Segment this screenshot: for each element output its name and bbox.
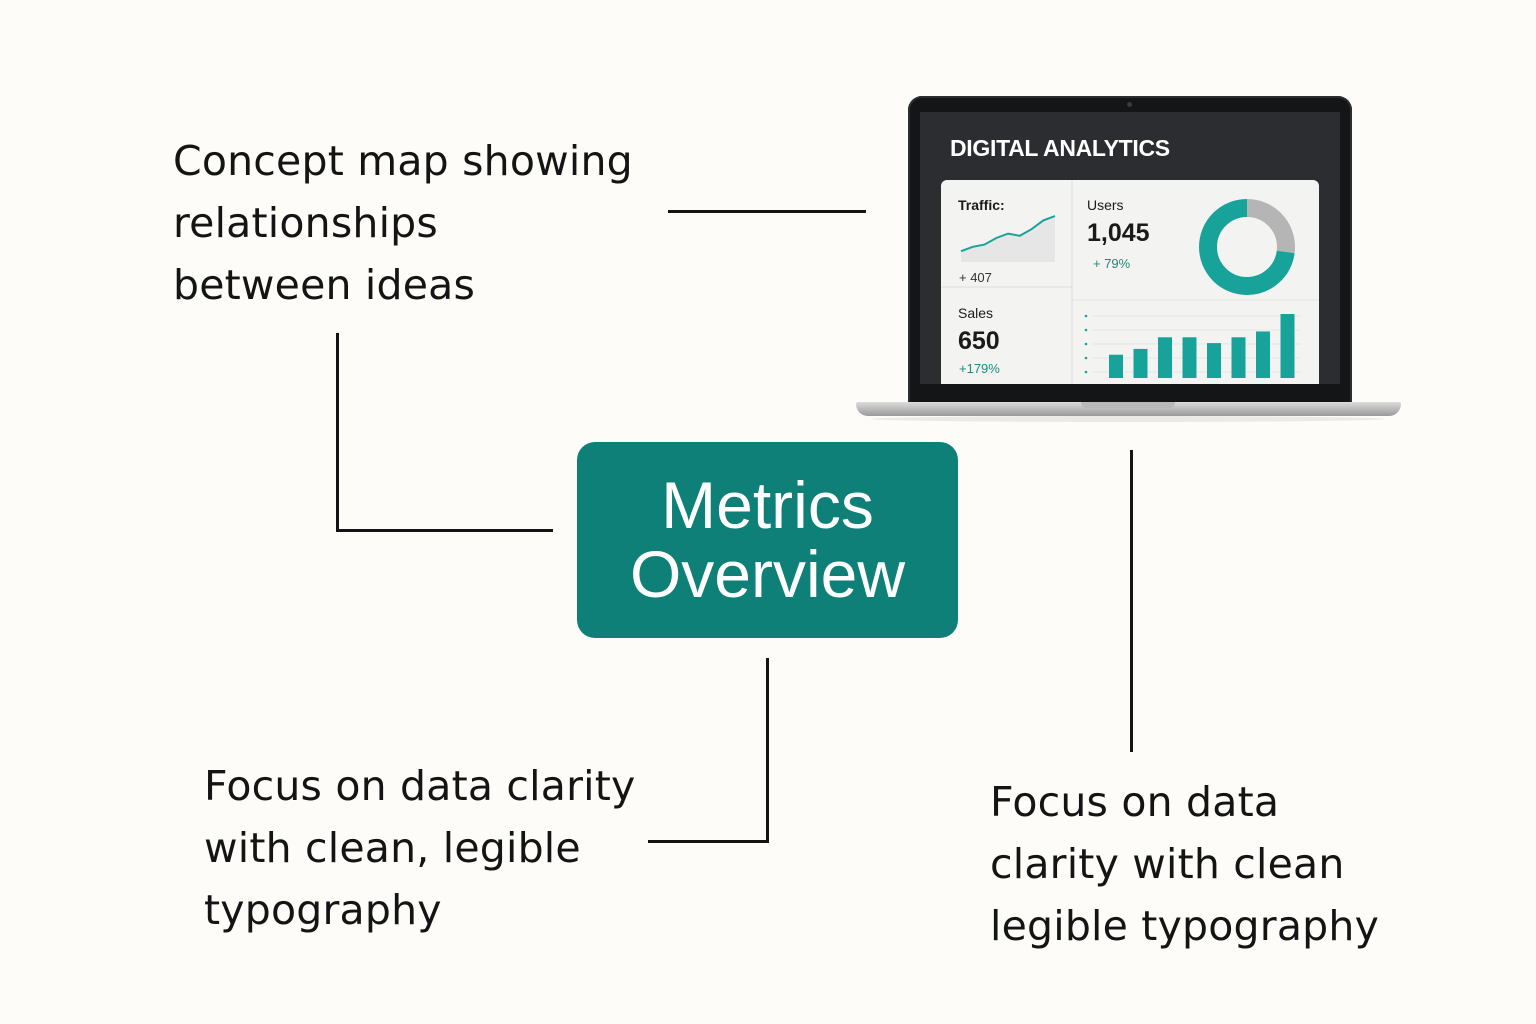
bar-axis-tick-3 [1084,328,1088,332]
traffic-label: Traffic: [958,197,1005,213]
label-data-clarity-left: Focus on data clarity with clean, legibl… [204,762,636,934]
connector-bottom-horizontal [648,840,769,843]
connector-bottom-vertical [766,658,769,843]
traffic-line-chart [960,215,1056,262]
users-delta: + 79% [1093,256,1131,271]
users-value: 1,045 [1087,219,1150,247]
laptop-shadow [870,416,1385,422]
sales-bar-2 [1158,337,1172,378]
connector-top-left-horizontal [668,210,866,213]
bar-axis-tick-0 [1084,370,1088,374]
sales-bar-6 [1256,331,1270,378]
traffic-delta: + 407 [959,270,992,285]
laptop-screen: DIGITAL ANALYTICS Traffic: + 407 Users 1… [920,112,1340,384]
traffic-series-line [960,215,1056,253]
users-label: Users [1087,197,1124,213]
bar-axis-tick-1 [1084,356,1088,360]
sales-bar-7 [1280,314,1295,378]
connector-right-vertical [1130,450,1133,752]
traffic-area-fill [961,216,1055,262]
sales-bar-4 [1207,343,1221,378]
donut-slice-1 [1199,199,1295,295]
bar-axis-tick-4 [1084,314,1088,318]
laptop-base [856,402,1401,416]
sales-bar-chart [1084,314,1301,378]
sales-bar-1 [1133,348,1148,378]
connector-left-horizontal [336,529,553,532]
sales-bar-5 [1231,337,1246,378]
connector-left-vertical [336,333,339,532]
screen-title: DIGITAL ANALYTICS [950,135,1170,161]
users-donut-chart [1199,199,1295,295]
dashboard-dividers [941,180,1319,384]
laptop-camera [1127,102,1132,107]
sales-bar-3 [1182,337,1197,378]
metrics-overview-node: Metrics Overview [577,442,958,638]
bar-axis-tick-2 [1084,342,1088,346]
label-concept-map: Concept map showing relationships betwee… [173,137,633,309]
sales-delta: +179% [959,361,1000,376]
dashboard-panel: Traffic: + 407 Users 1,045 + 79% Sales 6… [941,180,1319,384]
laptop-base-notch [1081,402,1175,408]
sales-value: 650 [958,327,1000,355]
label-data-clarity-right: Focus on data clarity with clean legible… [990,778,1380,950]
sales-label: Sales [958,305,994,321]
sales-bar-0 [1109,354,1123,378]
